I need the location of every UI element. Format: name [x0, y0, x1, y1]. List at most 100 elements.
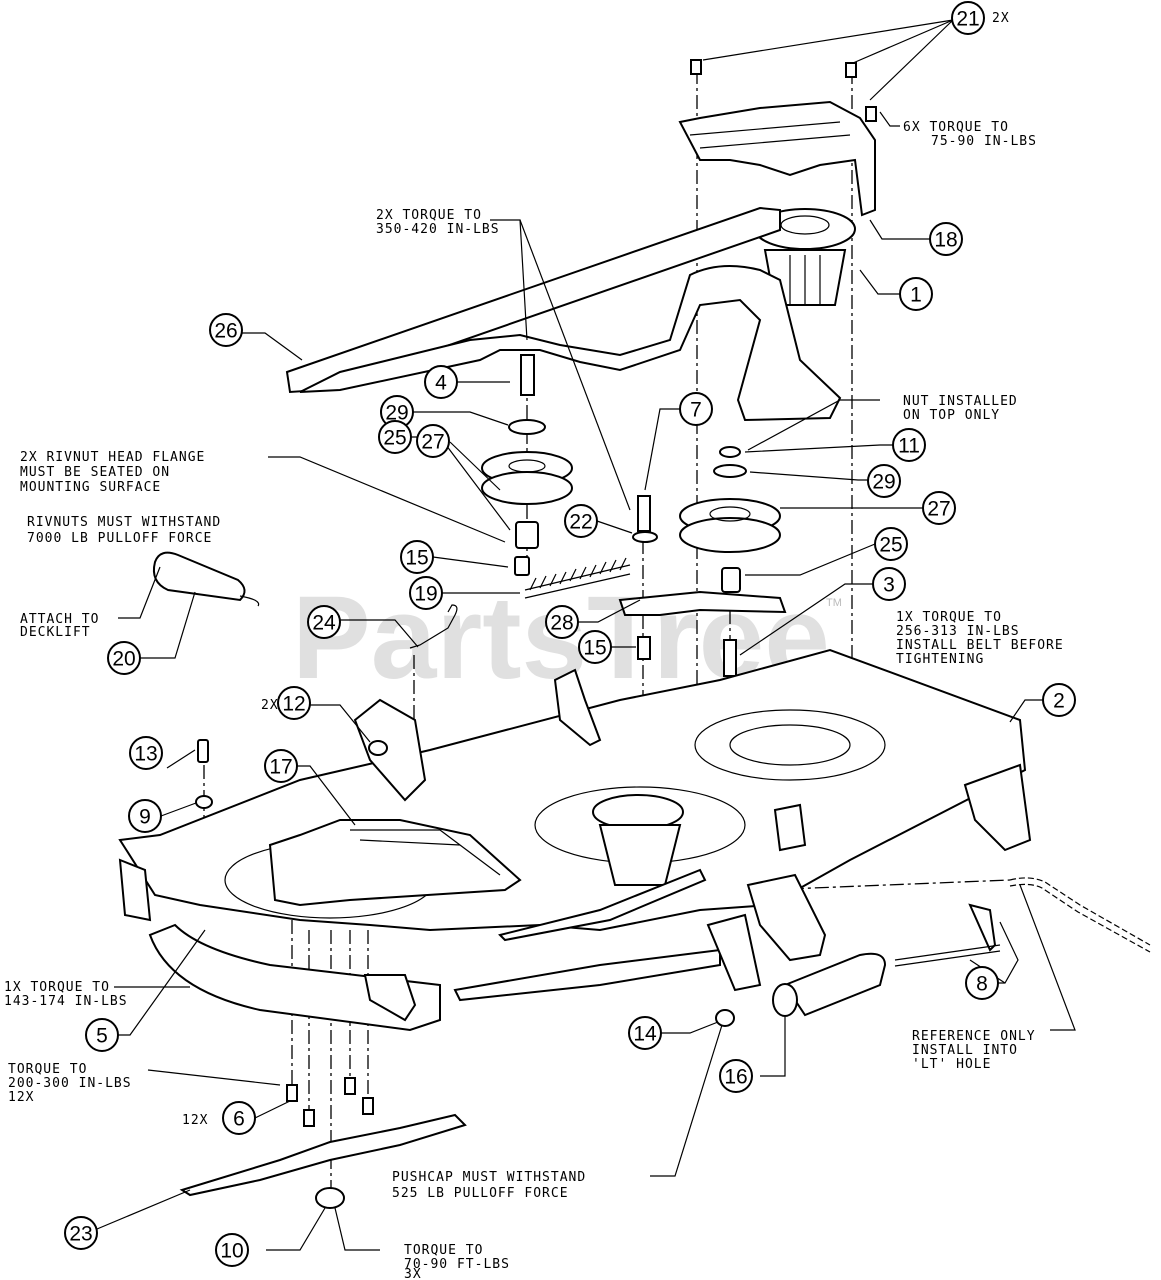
- note-reference-l3: 'LT' HOLE: [912, 1057, 991, 1072]
- note-rivnut-l1: 2X RIVNUT HEAD FLANGE: [20, 450, 205, 465]
- callout-23: 23: [64, 1216, 98, 1250]
- note-rivnut-pulloff-l2: 7000 LB PULLOFF FORCE: [27, 531, 212, 546]
- callout-11-label: 11: [898, 435, 920, 458]
- note-rivnut-l3: MOUNTING SURFACE: [20, 480, 161, 495]
- callout-15-upper-label: 15: [405, 547, 428, 570]
- callout-10: 10: [215, 1233, 249, 1267]
- callout-24-label: 24: [312, 612, 336, 635]
- note-torque-3-l3: INSTALL BELT BEFORE: [896, 638, 1064, 653]
- callouts: 21 18 1 26 4 29 7 27 25 11 29 27 22 25 1…: [64, 1, 1076, 1267]
- note-torque-3-l1: 1X TORQUE TO: [896, 610, 1002, 625]
- callout-5: 5: [85, 1018, 119, 1052]
- note-torque-5-l1: 1X TORQUE TO: [4, 980, 110, 995]
- callout-13-label: 13: [134, 743, 157, 766]
- callout-16: 16: [719, 1059, 753, 1093]
- callout-15-lower-label: 15: [583, 637, 606, 660]
- leader-lines: [96, 19, 1076, 1251]
- note-nut-l2: ON TOP ONLY: [903, 408, 1000, 423]
- note-torque-4-l1: 2X TORQUE TO: [376, 208, 482, 223]
- note-pushcap-l1: PUSHCAP MUST WITHSTAND: [392, 1170, 586, 1185]
- bolt-21-art: [690, 59, 877, 122]
- callout-27-left: 27: [416, 424, 450, 458]
- qty-21: 2X: [992, 11, 1010, 26]
- callout-26: 26: [209, 313, 243, 347]
- note-decklift-l2: DECKLIFT: [20, 625, 91, 640]
- callout-22: 22: [564, 504, 598, 538]
- note-reference-l2: INSTALL INTO: [912, 1043, 1018, 1058]
- left-cover-art: [268, 819, 522, 907]
- callout-11: 11: [892, 428, 926, 462]
- callout-19-label: 19: [414, 583, 437, 606]
- note-rivnut-l2: MUST BE SEATED ON: [20, 465, 170, 480]
- qty-6: 12X: [182, 1113, 208, 1128]
- callout-13: 13: [129, 736, 163, 770]
- callout-2: 2: [1042, 683, 1076, 717]
- callout-28: 28: [545, 605, 579, 639]
- callout-12-label: 12: [282, 693, 305, 716]
- callout-29-right: 29: [867, 464, 901, 498]
- callout-29-right-label: 29: [872, 471, 895, 494]
- callout-14-label: 14: [633, 1023, 657, 1046]
- notes: 2X 2X 12X 6X TORQUE TO 75-90 IN-LBS 2X T…: [4, 11, 1064, 1280]
- note-torque-10-l2: 70-90 FT-LBS: [404, 1257, 510, 1272]
- callout-6-label: 6: [233, 1108, 245, 1131]
- callout-3: 3: [872, 567, 906, 601]
- callout-9: 9: [128, 799, 162, 833]
- callout-21-label: 21: [956, 8, 979, 31]
- note-rivnut-pulloff-l1: RIVNUTS MUST WITHSTAND: [27, 515, 221, 530]
- belt-cover-art: [678, 100, 876, 217]
- callout-25-right-label: 25: [879, 534, 902, 557]
- spring-20-art: [152, 551, 246, 602]
- note-pushcap-l2: 525 LB PULLOFF FORCE: [392, 1186, 569, 1201]
- callout-6: 6: [222, 1101, 256, 1135]
- note-torque-10-l3: 3X: [404, 1267, 422, 1280]
- callout-15-lower: 15: [578, 630, 612, 664]
- note-reference-l1: REFERENCE ONLY: [912, 1029, 1036, 1044]
- note-torque-6-l1: TORQUE TO: [8, 1062, 87, 1077]
- callout-22-label: 22: [569, 511, 592, 534]
- callout-29-left: 29: [380, 395, 414, 429]
- callout-27-right-label: 27: [927, 498, 950, 521]
- callout-20-label: 20: [112, 648, 135, 671]
- note-torque-6-l3: 12X: [8, 1090, 34, 1105]
- callout-15-upper: 15: [400, 540, 434, 574]
- callout-8-label: 8: [976, 973, 988, 996]
- callout-12: 12: [277, 686, 311, 720]
- callout-27-left-label: 27: [421, 431, 444, 454]
- note-torque-10-l1: TORQUE TO: [404, 1243, 483, 1258]
- callout-18-label: 18: [934, 229, 957, 252]
- callout-19: 19: [409, 576, 443, 610]
- callout-8: 8: [965, 966, 999, 1000]
- callout-7: 7: [679, 392, 713, 426]
- qty-12: 2X: [261, 698, 279, 713]
- callout-24: 24: [307, 605, 341, 639]
- note-torque-3-l2: 256-313 IN-LBS: [896, 624, 1020, 639]
- note-torque-21-l1: 6X TORQUE TO: [903, 120, 1009, 135]
- note-torque-4-l2: 350-420 IN-LBS: [376, 222, 500, 237]
- callout-28-label: 28: [550, 612, 573, 635]
- parts-artwork: [118, 59, 1151, 1209]
- callout-10-label: 10: [220, 1240, 243, 1263]
- callout-29-left-label: 29: [385, 402, 408, 425]
- callout-16-label: 16: [724, 1066, 747, 1089]
- callout-3-label: 3: [883, 574, 895, 597]
- note-decklift-l1: ATTACH TO: [20, 612, 99, 627]
- callout-27-right: 27: [922, 491, 956, 525]
- note-torque-5-l2: 143-174 IN-LBS: [4, 994, 128, 1009]
- callout-2-label: 2: [1053, 690, 1065, 713]
- callout-17-label: 17: [269, 756, 292, 779]
- callout-18: 18: [929, 222, 963, 256]
- note-torque-21-l2: 75-90 IN-LBS: [931, 134, 1037, 149]
- callout-21: 21: [951, 1, 985, 35]
- callout-23-label: 23: [69, 1223, 92, 1246]
- callout-25-right: 25: [874, 527, 908, 561]
- blade-23-art: [179, 1113, 467, 1197]
- watermark-trademark: TM: [826, 597, 842, 609]
- callout-1: 1: [899, 277, 933, 311]
- callout-26-label: 26: [214, 320, 237, 343]
- callout-14: 14: [628, 1016, 662, 1050]
- callout-9-label: 9: [139, 806, 151, 829]
- callout-5-label: 5: [96, 1025, 108, 1048]
- note-torque-3-l4: TIGHTENING: [896, 652, 984, 667]
